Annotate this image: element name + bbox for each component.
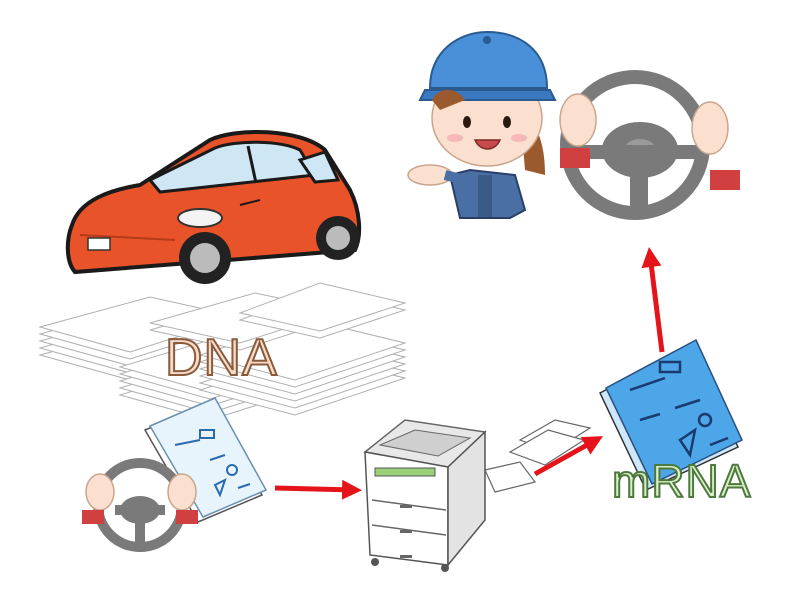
copier-icon xyxy=(363,419,592,572)
arrow-icon-to-copier xyxy=(274,479,362,500)
worker-icon xyxy=(407,30,557,219)
steering-wheel-icon xyxy=(82,458,198,552)
document-stack-icon xyxy=(38,282,407,421)
arrow-icon-to-worker xyxy=(641,247,665,353)
dna-label: DNA xyxy=(164,329,278,387)
car-icon xyxy=(65,129,362,284)
steering-wheel-icon-large xyxy=(559,70,740,220)
mrna-blueprint-icon xyxy=(599,338,743,491)
blueprint-icon xyxy=(143,397,268,523)
arrow-icon-to-mrna xyxy=(533,436,603,477)
mrna-label: mRNA xyxy=(611,455,752,507)
